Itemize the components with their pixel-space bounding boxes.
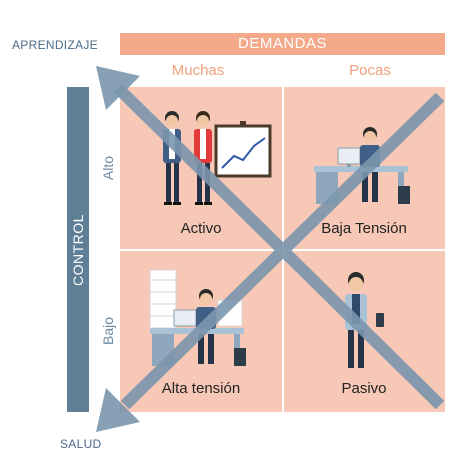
computer-icon — [337, 147, 361, 167]
column-head-many: Muchas — [171, 62, 225, 79]
arrow-icon — [113, 83, 445, 410]
arrow-head-up-icon — [96, 66, 140, 110]
demands-header: DEMANDAS — [120, 33, 445, 55]
column-head-few: Pocas — [349, 62, 391, 79]
quadrant-label-passive: Pasivo — [341, 380, 387, 397]
learning-label: APRENDIZAJE — [12, 38, 98, 52]
computer-icon — [173, 309, 197, 327]
paper-stack-icon — [149, 269, 177, 329]
trash-bin-icon — [234, 348, 246, 366]
phone-icon — [376, 313, 384, 327]
quadrant-label-active: Activo — [180, 220, 222, 237]
person-icon — [163, 111, 181, 205]
quadrant-label-low-strain: Baja Tensión — [321, 220, 407, 237]
arrow-head-down-icon — [96, 388, 140, 432]
trash-bin-icon — [398, 186, 410, 204]
health-label: SALUD — [60, 437, 102, 451]
quadrant-label-high-strain: Alta tensión — [161, 380, 241, 397]
presentation-board-icon — [214, 121, 272, 178]
control-bar — [67, 87, 89, 412]
